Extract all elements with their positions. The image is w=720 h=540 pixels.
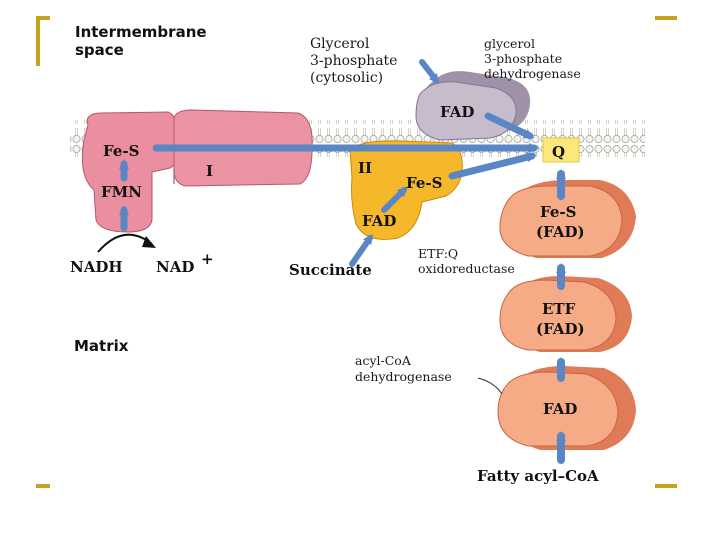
gpdh-label-line3: dehydrogenase [484,66,581,81]
q-box [542,137,580,163]
complex-ii-fad-label: FAD [362,212,396,230]
complex-ii-label: II [358,159,372,177]
matrix-label: Matrix [74,337,129,355]
bottom-right-bracket [655,484,677,488]
complex-i-fes-label: Fe-S [103,142,139,160]
glycerol-label-line1: Glycerol [310,36,370,52]
nad-label: NAD [156,258,194,276]
complex-ii-fes-label: Fe-S [406,174,442,192]
succinate-label: Succinate [289,261,372,279]
glycerol-phosphate-dehydrogenase [415,71,531,141]
acyl-coa-dehydrogenase [497,366,636,450]
q-label: Q [552,143,565,161]
complex-i [81,109,313,233]
complex-i-label: I [206,162,213,180]
gpdh-fad-label: FAD [440,103,474,121]
nadh-label: NADH [70,258,123,276]
etfq-label-line2: oxidoreductase [418,261,515,276]
arrow-fad-to-fes-ii [381,186,408,213]
gpdh-label-line1: glycerol [484,36,535,51]
nadh-curved-arrow-head [142,236,156,248]
etfq-fes-label: Fe-S [540,203,576,221]
etf-label-line1: ETF [542,300,576,318]
arrow-succinate-to-fad [349,233,373,267]
acyl-coa-dh-label-line1: acyl-CoA [355,353,412,368]
arrow-fes-ii-to-q [448,152,537,180]
nad-plus-superscript: + [201,250,214,268]
top-left-bracket-horizontal [36,16,50,20]
arrow-g3p-to-enzyme [419,59,440,84]
glycerol-label-line3: (cytosolic) [310,70,383,86]
intermembrane-label-line2: space [75,41,124,59]
acyl-coa-dh-label-line2: dehydrogenase [355,369,452,384]
gpdh-label-line2: 3-phosphate [484,51,562,66]
fatty-acyl-coa-label: Fatty acyl–CoA [477,467,599,485]
etfq-fad-label: (FAD) [536,223,585,241]
top-right-bracket [655,16,677,20]
arrow-glycerol-fad-to-q [484,112,535,140]
glycerol-label-line2: 3-phosphate [310,53,397,69]
etfq-label-line1: ETF:Q [418,246,458,261]
etf-q-oxidoreductase [499,180,636,258]
complex-i-fmn-label: FMN [101,183,142,201]
top-left-bracket-vertical [36,16,40,66]
acyl-coa-dh-pointer-line [477,377,503,395]
intermembrane-label-line1: Intermembrane [75,23,207,41]
electron-flow-arrows [119,59,566,464]
bottom-left-bracket [36,484,50,488]
acyl-coa-dh-fad-label: FAD [543,400,577,418]
slide-corner-brackets [36,16,677,488]
etf-protein [499,276,632,352]
etf-label-line2: (FAD) [536,320,585,338]
